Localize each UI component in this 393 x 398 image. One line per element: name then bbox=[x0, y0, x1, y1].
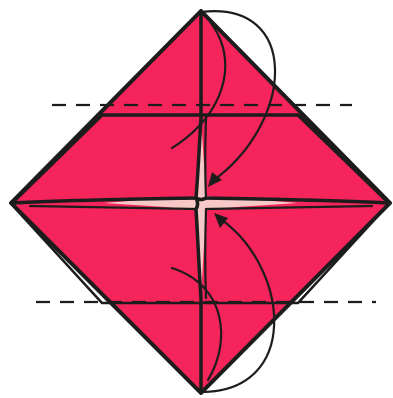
origami-diagram bbox=[0, 0, 393, 398]
origami-diagram-svg bbox=[0, 0, 393, 398]
